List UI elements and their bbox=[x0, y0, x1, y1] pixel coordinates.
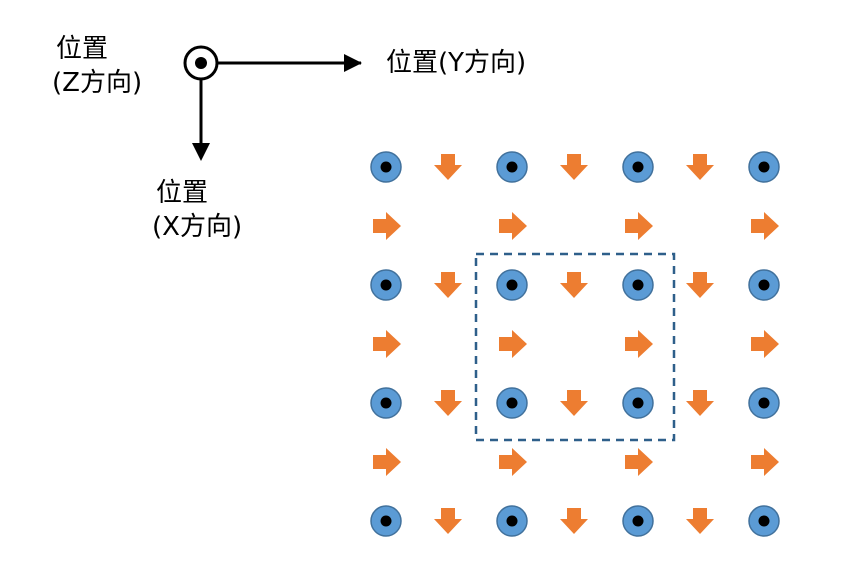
x-axis-label-line2: (X方向) bbox=[152, 212, 243, 242]
down-arrow-icon bbox=[686, 154, 714, 180]
right-arrow-icon bbox=[625, 212, 653, 240]
right-arrow-icon bbox=[373, 448, 401, 476]
right-arrow-icon bbox=[625, 330, 653, 358]
out-of-plane-dot-icon bbox=[370, 151, 402, 183]
down-arrow-icon bbox=[434, 390, 462, 416]
right-arrow-icon bbox=[373, 330, 401, 358]
x-axis-label: 位置 (X方向) bbox=[152, 176, 242, 244]
right-arrow-icon bbox=[751, 448, 779, 476]
down-arrow-icon bbox=[560, 272, 588, 298]
out-of-plane-dot-icon bbox=[370, 505, 402, 537]
out-of-plane-dot-icon bbox=[496, 269, 528, 301]
highlight-box bbox=[474, 252, 676, 442]
down-arrow-icon bbox=[686, 508, 714, 534]
out-of-plane-dot-icon bbox=[496, 505, 528, 537]
lattice-grid bbox=[370, 151, 780, 537]
axis-indicator bbox=[183, 45, 362, 161]
right-arrow-icon bbox=[751, 330, 779, 358]
y-axis-arrowhead bbox=[344, 54, 362, 72]
y-axis-label: 位置(Y方向) bbox=[386, 48, 527, 78]
out-of-plane-dot-icon bbox=[496, 151, 528, 183]
z-axis-label-line1: 位置 bbox=[56, 34, 109, 64]
out-of-plane-dot-icon bbox=[748, 151, 780, 183]
z-axis-label: 位置 (Z方向) bbox=[52, 32, 142, 100]
down-arrow-icon bbox=[560, 390, 588, 416]
z-axis-label-line2: (Z方向) bbox=[52, 68, 143, 98]
right-arrow-icon bbox=[751, 212, 779, 240]
out-of-plane-dot-icon bbox=[370, 387, 402, 419]
x-axis-label-line1: 位置 bbox=[156, 178, 209, 208]
out-of-plane-dot-icon bbox=[748, 505, 780, 537]
down-arrow-icon bbox=[434, 154, 462, 180]
out-of-plane-dot-icon bbox=[370, 269, 402, 301]
x-axis-arrowhead bbox=[192, 143, 210, 161]
out-of-plane-dot-icon bbox=[748, 387, 780, 419]
right-arrow-icon bbox=[373, 212, 401, 240]
z-axis-center-dot bbox=[195, 57, 207, 69]
right-arrow-icon bbox=[499, 212, 527, 240]
down-arrow-icon bbox=[686, 272, 714, 298]
out-of-plane-dot-icon bbox=[622, 387, 654, 419]
out-of-plane-dot-icon bbox=[622, 151, 654, 183]
right-arrow-icon bbox=[499, 448, 527, 476]
out-of-plane-dot-icon bbox=[496, 387, 528, 419]
right-arrow-icon bbox=[625, 448, 653, 476]
down-arrow-icon bbox=[434, 508, 462, 534]
out-of-plane-dot-icon bbox=[622, 505, 654, 537]
out-of-plane-dot-icon bbox=[622, 269, 654, 301]
down-arrow-icon bbox=[434, 272, 462, 298]
down-arrow-icon bbox=[686, 390, 714, 416]
down-arrow-icon bbox=[560, 154, 588, 180]
out-of-plane-dot-icon bbox=[748, 269, 780, 301]
down-arrow-icon bbox=[560, 508, 588, 534]
right-arrow-icon bbox=[499, 330, 527, 358]
